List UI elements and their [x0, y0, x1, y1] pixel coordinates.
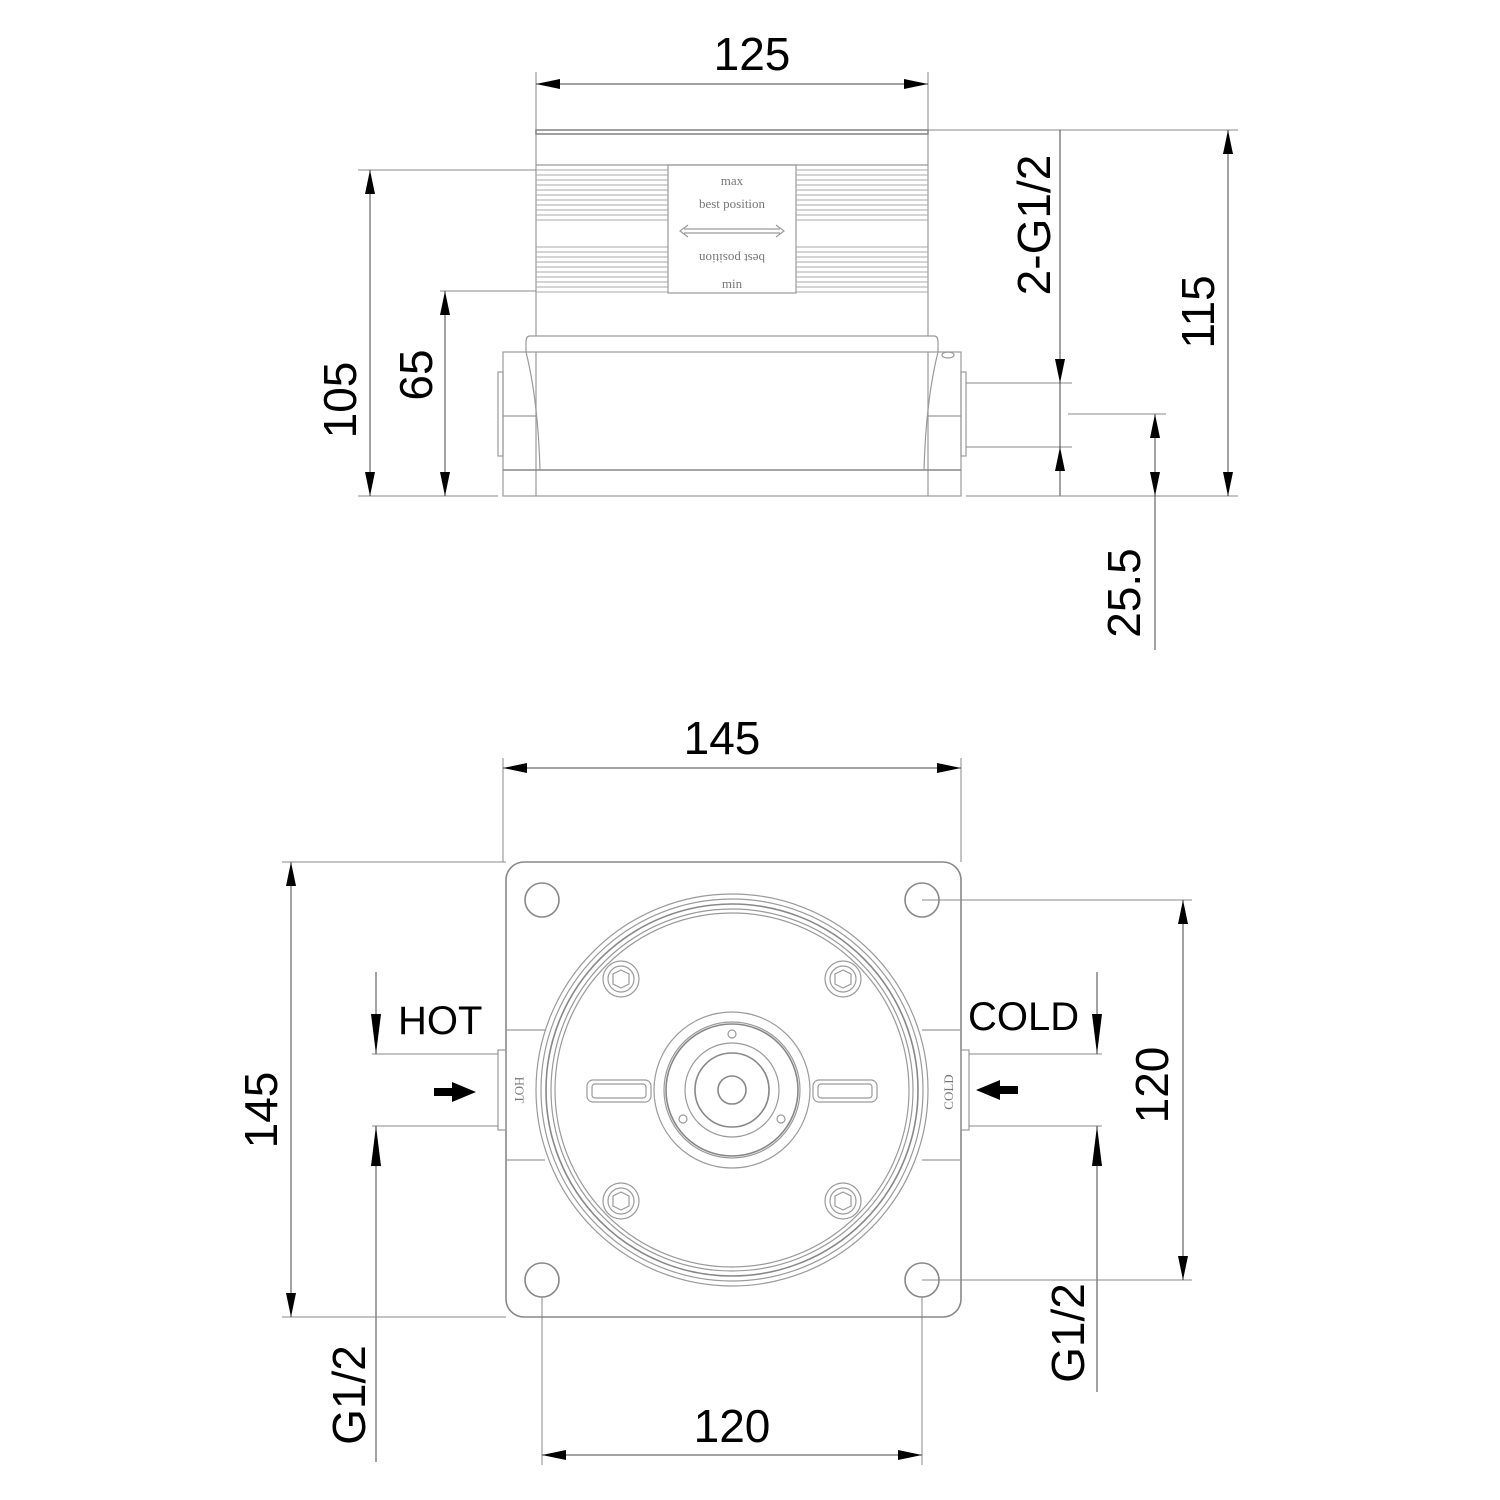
dimension-145-height: 145 — [235, 861, 506, 1318]
dim-115: 115 — [1172, 275, 1224, 348]
dim-hole-spacing-v: 120 — [1126, 1047, 1178, 1124]
dim-thread-label: 2-G1/2 — [1008, 155, 1060, 296]
dimension-120-vertical: 120 — [922, 899, 1192, 1281]
hex-screw — [824, 1182, 862, 1220]
dim-plan-width: 145 — [684, 712, 761, 764]
arrow-right-icon — [434, 1082, 476, 1102]
dim-left-port: G1/2 — [323, 1345, 375, 1445]
hex-screw — [602, 960, 640, 998]
cold-inlet: COLD G1/2 — [968, 972, 1102, 1392]
dimension-120-horizontal: 120 — [541, 1297, 923, 1465]
sleeve-label-best-top: best position — [699, 196, 766, 211]
valve-body-side — [497, 335, 967, 497]
dim-25-5: 25.5 — [1098, 548, 1150, 638]
dim-hole-spacing-h: 120 — [694, 1400, 771, 1452]
dimension-2-g1-2: 2-G1/2 — [928, 129, 1238, 496]
dimension-115: 115 — [966, 130, 1238, 497]
cold-label: COLD — [968, 995, 1079, 1039]
dimension-145-width: 145 — [502, 712, 962, 862]
dimension-65: 65 — [390, 290, 536, 496]
hex-screw — [602, 1182, 640, 1220]
mounting-hole — [524, 882, 560, 918]
dimension-105: 105 — [314, 169, 536, 497]
mounting-hole — [524, 1262, 560, 1298]
hex-screw — [824, 960, 862, 998]
sleeve-label-best-bottom: best position — [698, 251, 765, 266]
hot-inlet: HOT G1/2 — [323, 972, 498, 1462]
sleeve-label-min: min — [722, 276, 743, 291]
dim-105: 105 — [314, 362, 366, 439]
arrow-left-icon — [976, 1080, 1018, 1100]
dim-plan-height: 145 — [235, 1072, 287, 1149]
central-cartridge — [653, 1011, 811, 1169]
dimension-25-5: 25.5 — [1068, 413, 1166, 650]
dim-65: 65 — [390, 349, 442, 400]
double-arrow-icon — [679, 224, 785, 238]
embossed-hot: HOT — [512, 1077, 527, 1104]
dim-right-port: G1/2 — [1042, 1283, 1094, 1383]
dimension-125: 125 — [535, 28, 929, 130]
dim-top-width: 125 — [714, 28, 791, 80]
sleeve-label-max: max — [721, 173, 744, 188]
hot-label: HOT — [398, 999, 482, 1043]
embossed-cold: COLD — [941, 1074, 956, 1109]
side-view: 125 — [314, 28, 1238, 650]
plan-view: 145 HOT COLD — [235, 712, 1192, 1465]
mounting-plate — [505, 861, 962, 1318]
adjustment-sleeve: max best position best position min — [535, 129, 929, 336]
